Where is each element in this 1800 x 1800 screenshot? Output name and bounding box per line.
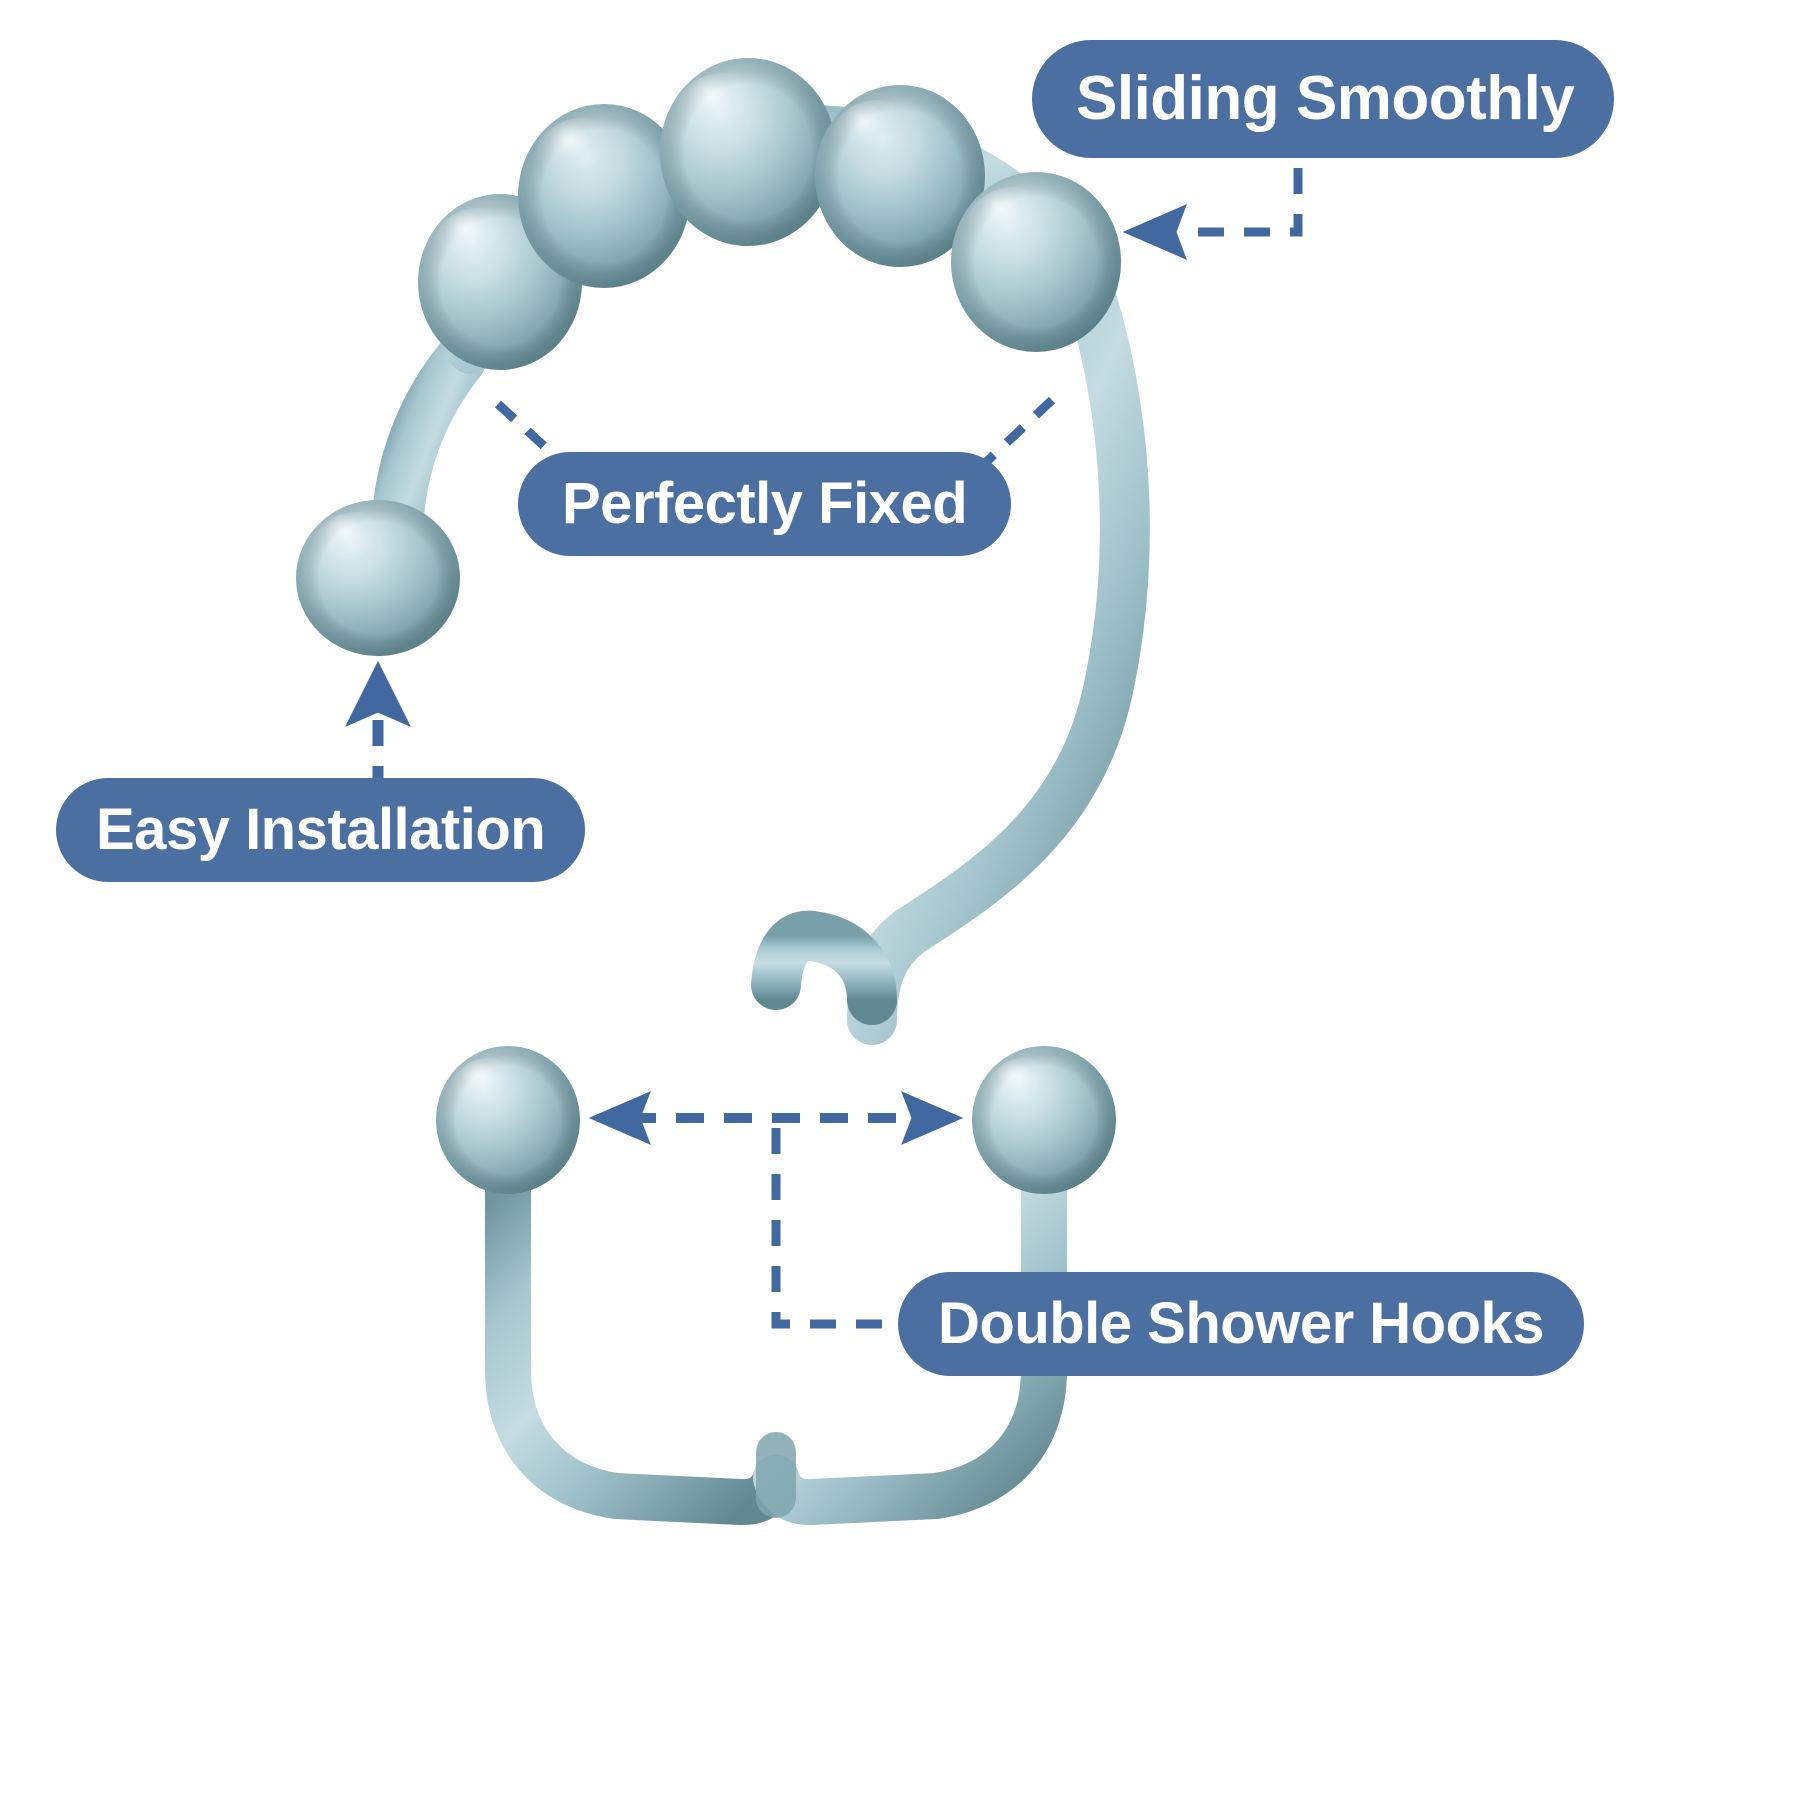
callout-perfectly-fixed[interactable]: Perfectly Fixed bbox=[518, 452, 1012, 556]
callout-label-sliding-smoothly: Sliding Smoothly bbox=[1076, 64, 1575, 133]
hook-stem-elbow bbox=[751, 910, 897, 1025]
roller-bead-5 bbox=[951, 172, 1121, 352]
callout-double-shower-hooks[interactable]: Double Shower Hooks bbox=[898, 1272, 1585, 1376]
roller-bead-3 bbox=[660, 58, 836, 246]
roller-bead-2 bbox=[518, 104, 690, 288]
hook-right-sweep bbox=[847, 275, 1150, 1045]
lower-hook-arm-left bbox=[485, 1127, 799, 1525]
callout-sliding-smoothly[interactable]: Sliding Smoothly bbox=[1032, 40, 1615, 158]
roller-bead-4 bbox=[815, 85, 985, 267]
callout-label-perfectly-fixed: Perfectly Fixed bbox=[562, 471, 968, 536]
open-end-ball-tip bbox=[296, 500, 460, 656]
lower-ball-tip-right bbox=[972, 1046, 1116, 1194]
callout-label-double-shower-hooks: Double Shower Hooks bbox=[938, 1291, 1545, 1356]
roller-bead-group bbox=[418, 58, 1121, 370]
callout-label-easy-installation: Easy Installation bbox=[96, 797, 546, 862]
callout-easy-installation[interactable]: Easy Installation bbox=[56, 778, 586, 882]
hook-body bbox=[296, 58, 1150, 1525]
lower-ball-tip-left bbox=[436, 1046, 580, 1194]
